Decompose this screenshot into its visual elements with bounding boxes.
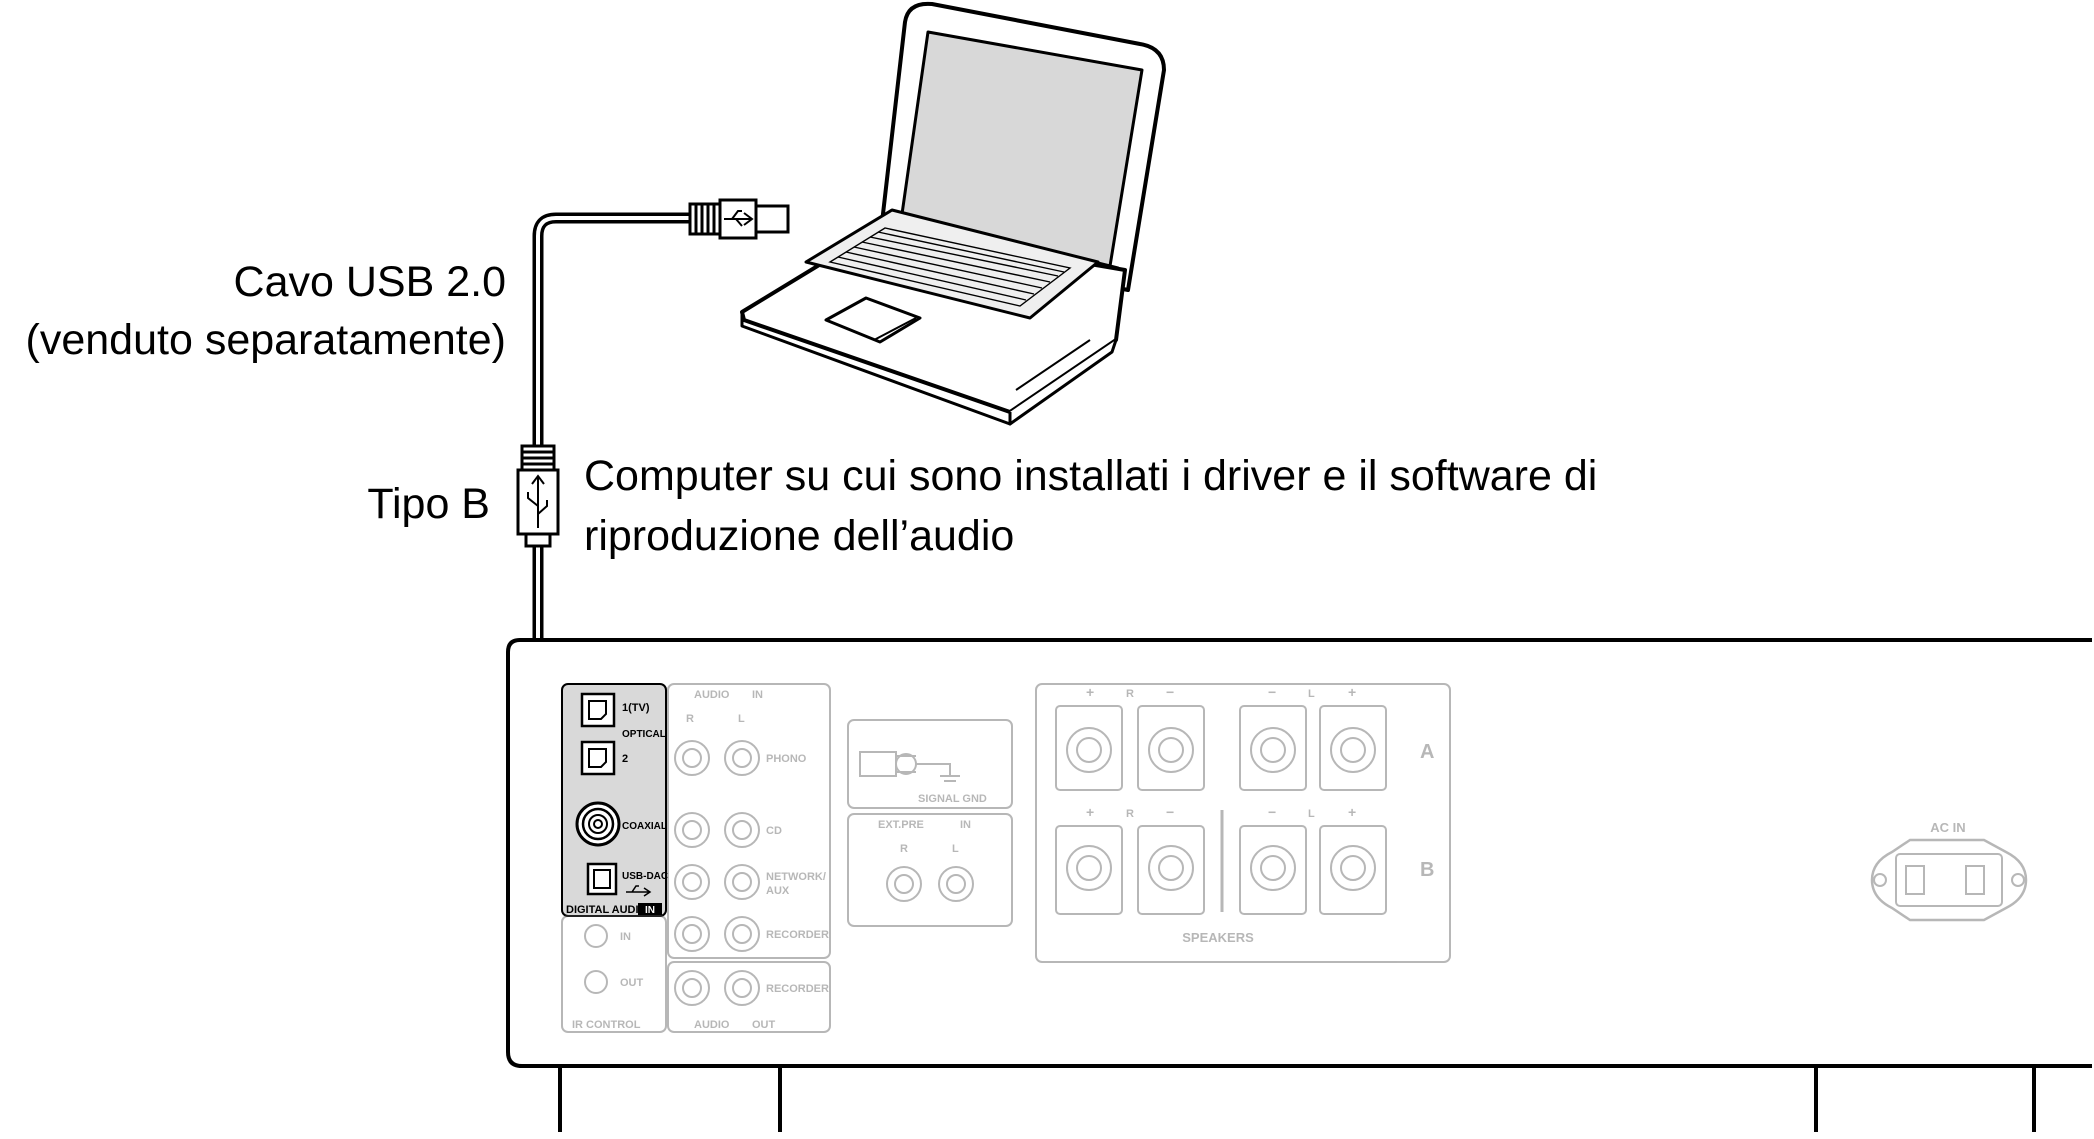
coaxial-label: COAXIAL (622, 821, 667, 832)
speaker-row-a-label: A (1420, 741, 1434, 763)
cable-label-line2: (venduto separatamente) (26, 316, 506, 364)
optical-1-jack (580, 692, 616, 728)
usb-dac-port (586, 862, 618, 896)
ir-control-section: IN OUT IR CONTROL (561, 915, 667, 1033)
ac-inlet (1870, 838, 2028, 922)
ac-in-label: AC IN (1930, 820, 1965, 835)
audio-out-badge: OUT (752, 1019, 776, 1031)
ext-pre-section: EXT.PRE IN R L (847, 813, 1013, 927)
speaker-plus-l-a: + (1348, 684, 1356, 700)
audio-in-network-jacks (674, 864, 760, 900)
audio-in-row-phono: PHONO (766, 753, 807, 765)
digital-audio-in-badge (638, 903, 662, 915)
speaker-channel-l-a: L (1308, 688, 1315, 700)
usb-symbol-icon (527, 474, 548, 528)
optical-1-label: 1(TV) (622, 702, 650, 714)
audio-in-badge: IN (752, 689, 763, 701)
audio-in-row-network: NETWORK/ (766, 871, 826, 883)
speaker-row-b-label: B (1420, 859, 1434, 881)
speakers-title: SPEAKERS (1182, 930, 1254, 945)
speaker-plus-r-a: + (1086, 684, 1094, 700)
ext-pre-channel-l: L (952, 843, 959, 855)
audio-in-phono-jacks (674, 740, 760, 776)
audio-out-section: RECORDER AUDIO OUT (667, 961, 831, 1033)
speakers-section: + R − − L + A + R − − L + B SPEAKERS (1035, 683, 1451, 963)
usb-type-a-plug (688, 198, 790, 240)
ir-out-label: OUT (620, 977, 644, 989)
audio-in-title: AUDIO (694, 689, 730, 701)
ext-pre-channel-r: R (900, 843, 908, 855)
connector-type-label: Tipo B (367, 480, 490, 528)
speaker-minus-l-a: − (1268, 684, 1276, 700)
coaxial-jack (575, 801, 621, 847)
audio-in-channel-l: L (738, 713, 745, 725)
audio-out-row-recorder: RECORDER (766, 983, 829, 995)
speaker-minus-r-b: − (1166, 804, 1174, 820)
audio-in-channel-r: R (686, 713, 694, 725)
amplifier-rear (506, 638, 2092, 1132)
ir-control-title: IR CONTROL (572, 1019, 641, 1031)
optical-2-jack (580, 740, 616, 776)
cable-label-line1: Cavo USB 2.0 (234, 258, 506, 306)
speaker-channel-l-b: L (1308, 808, 1315, 820)
optical-2-label: 2 (622, 753, 628, 765)
speaker-plus-r-b: + (1086, 804, 1094, 820)
usb-type-b-plug (516, 444, 560, 548)
inactive-panel-sections: IN OUT IR CONTROL AUDIO IN R L PHONO CD (561, 683, 2028, 1033)
signal-gnd-label: SIGNAL GND (918, 793, 987, 805)
optical-group-label: OPTICAL (622, 729, 666, 740)
ext-pre-badge: IN (960, 819, 971, 831)
audio-in-recorder-jacks (674, 916, 760, 952)
amplifier-foot-left (558, 1066, 782, 1132)
audio-in-cd-jacks (674, 812, 760, 848)
ac-in-section: AC IN (1870, 820, 2028, 922)
speaker-plus-l-b: + (1348, 804, 1356, 820)
audio-in-row-recorder: RECORDER (766, 929, 829, 941)
digital-audio-in-badge-text: IN (645, 905, 655, 916)
speaker-channel-r-a: R (1126, 688, 1134, 700)
audio-in-row-cd: CD (766, 825, 782, 837)
usb-symbol-icon (724, 210, 754, 227)
audio-in-section: AUDIO IN R L PHONO CD NETWORK/ AUX (667, 683, 831, 959)
speaker-minus-l-b: − (1268, 804, 1276, 820)
speaker-terminals-a (1055, 705, 1387, 791)
ext-pre-title: EXT.PRE (878, 819, 924, 831)
speaker-channel-r-b: R (1126, 808, 1134, 820)
ir-in-label: IN (620, 931, 631, 943)
signal-gnd-section: SIGNAL GND (847, 719, 1013, 809)
digital-audio-in-section: 1(TV) OPTICAL 2 COAXIAL USB-DAC DIGITAL … (561, 683, 668, 917)
laptop-computer (740, 1, 1166, 426)
audio-out-title: AUDIO (694, 1019, 730, 1031)
usb-symbol-icon (626, 885, 652, 897)
digital-audio-title: DIGITAL AUDIO (566, 904, 648, 916)
usb-dac-label: USB-DAC (622, 871, 668, 882)
speaker-terminals-b (1055, 825, 1387, 915)
computer-label-line2: riproduzione dell’audio (584, 512, 1014, 560)
computer-label-line1: Computer su cui sono installati i driver… (584, 452, 1597, 500)
audio-in-row-aux: AUX (766, 885, 790, 897)
laptop-keyboard (828, 227, 1072, 307)
speaker-minus-r-a: − (1166, 684, 1174, 700)
amplifier-foot-right (1814, 1066, 2036, 1132)
